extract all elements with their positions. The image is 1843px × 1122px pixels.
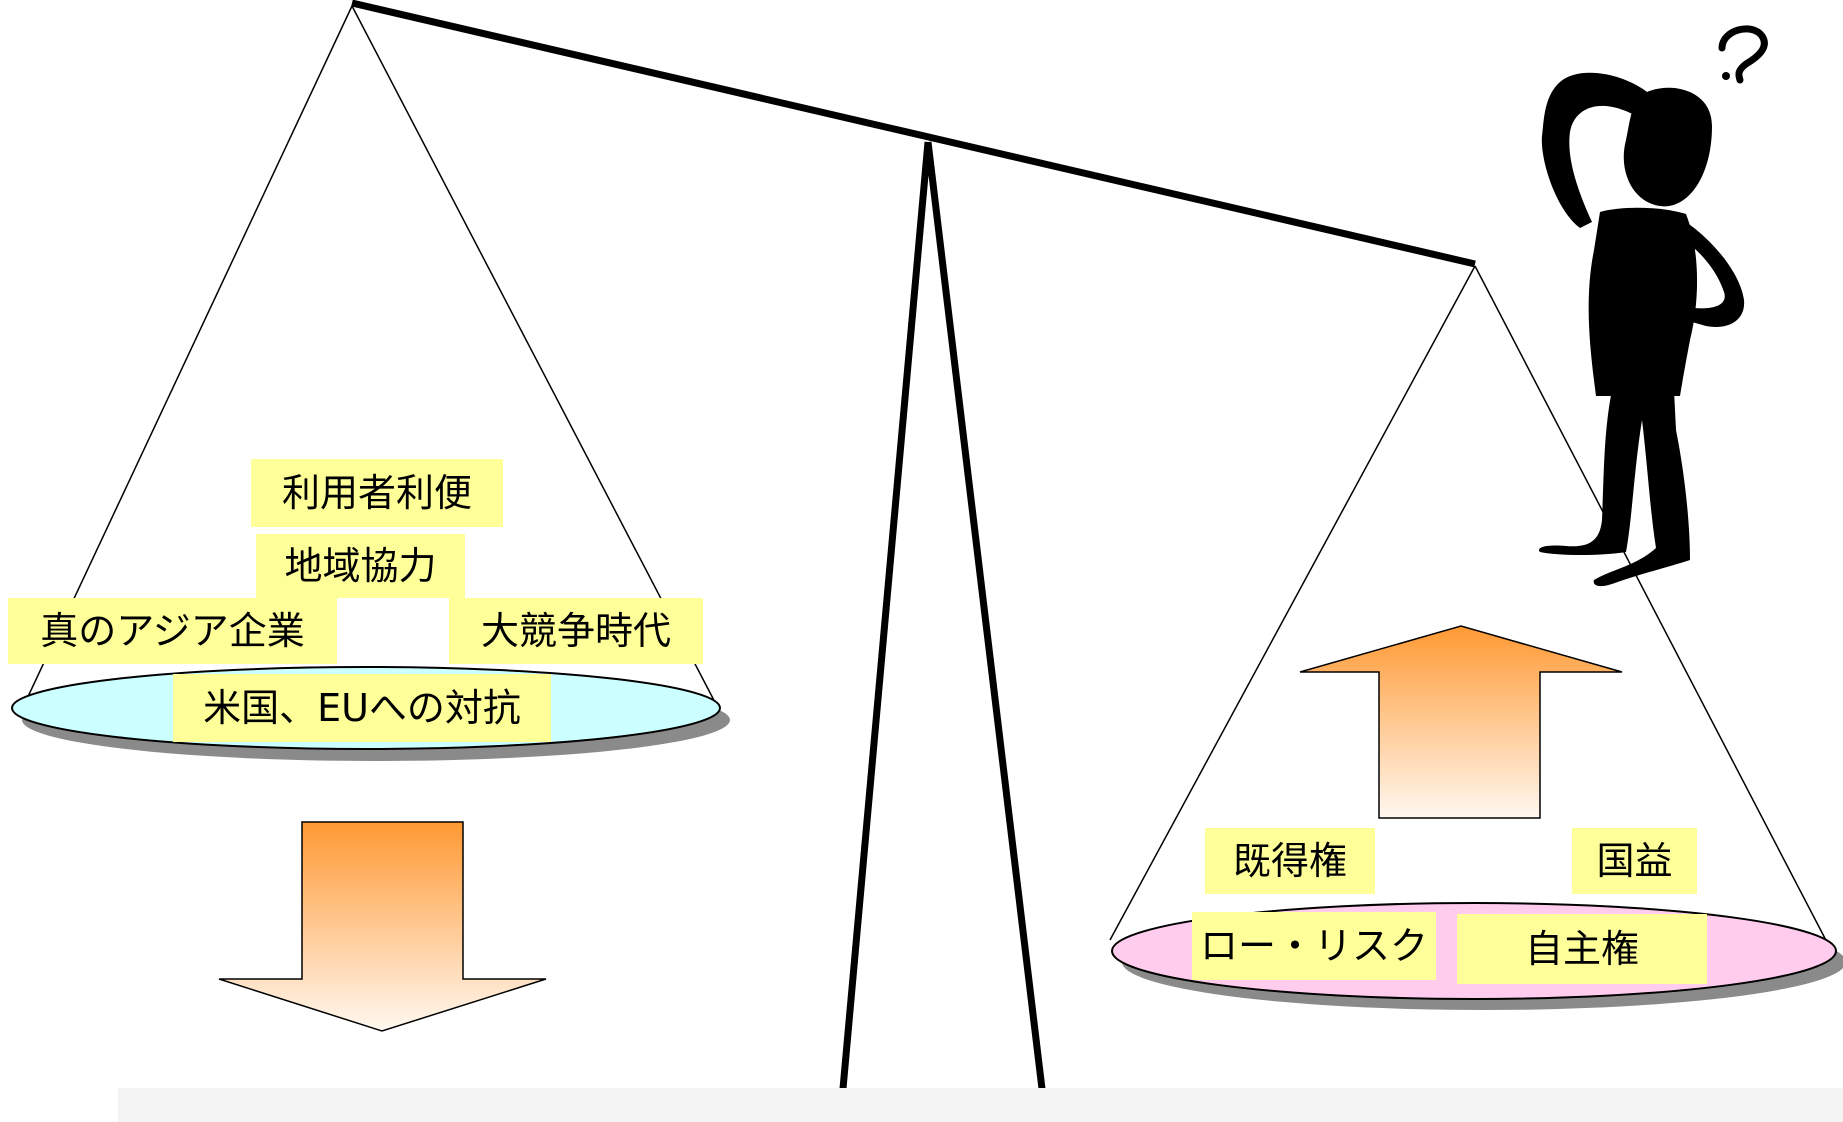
label-vested-interests: 既得権 bbox=[1205, 828, 1375, 894]
left-pan-string-right bbox=[351, 5, 719, 709]
bottom-strip bbox=[118, 1088, 1843, 1122]
label-great-competition-era: 大競争時代 bbox=[449, 598, 703, 664]
label-user-convenience: 利用者利便 bbox=[251, 459, 503, 527]
up-arrow bbox=[1299, 625, 1623, 819]
right-pan-string-left bbox=[1109, 265, 1476, 941]
label-regional-cooperation: 地域協力 bbox=[256, 534, 465, 598]
label-gap bbox=[337, 604, 449, 662]
label-counter-us-eu: 米国、EUへの対抗 bbox=[173, 674, 551, 742]
right-pan-string-right bbox=[1474, 265, 1831, 949]
stand-left-leg bbox=[836, 141, 932, 1122]
question-mark-dot bbox=[1722, 72, 1730, 80]
label-national-interest: 国益 bbox=[1572, 828, 1697, 894]
label-autonomy: 自主権 bbox=[1457, 914, 1707, 984]
balance-beam bbox=[351, 0, 1476, 268]
thinking-person-icon bbox=[1539, 72, 1745, 587]
question-mark-icon bbox=[1718, 25, 1768, 84]
stand-right-leg bbox=[924, 141, 1050, 1122]
label-true-asian-company: 真のアジア企業 bbox=[8, 598, 337, 664]
left-pan-string-left bbox=[24, 5, 353, 704]
down-arrow bbox=[218, 821, 547, 1032]
label-low-risk: ロー・リスク bbox=[1192, 912, 1436, 980]
